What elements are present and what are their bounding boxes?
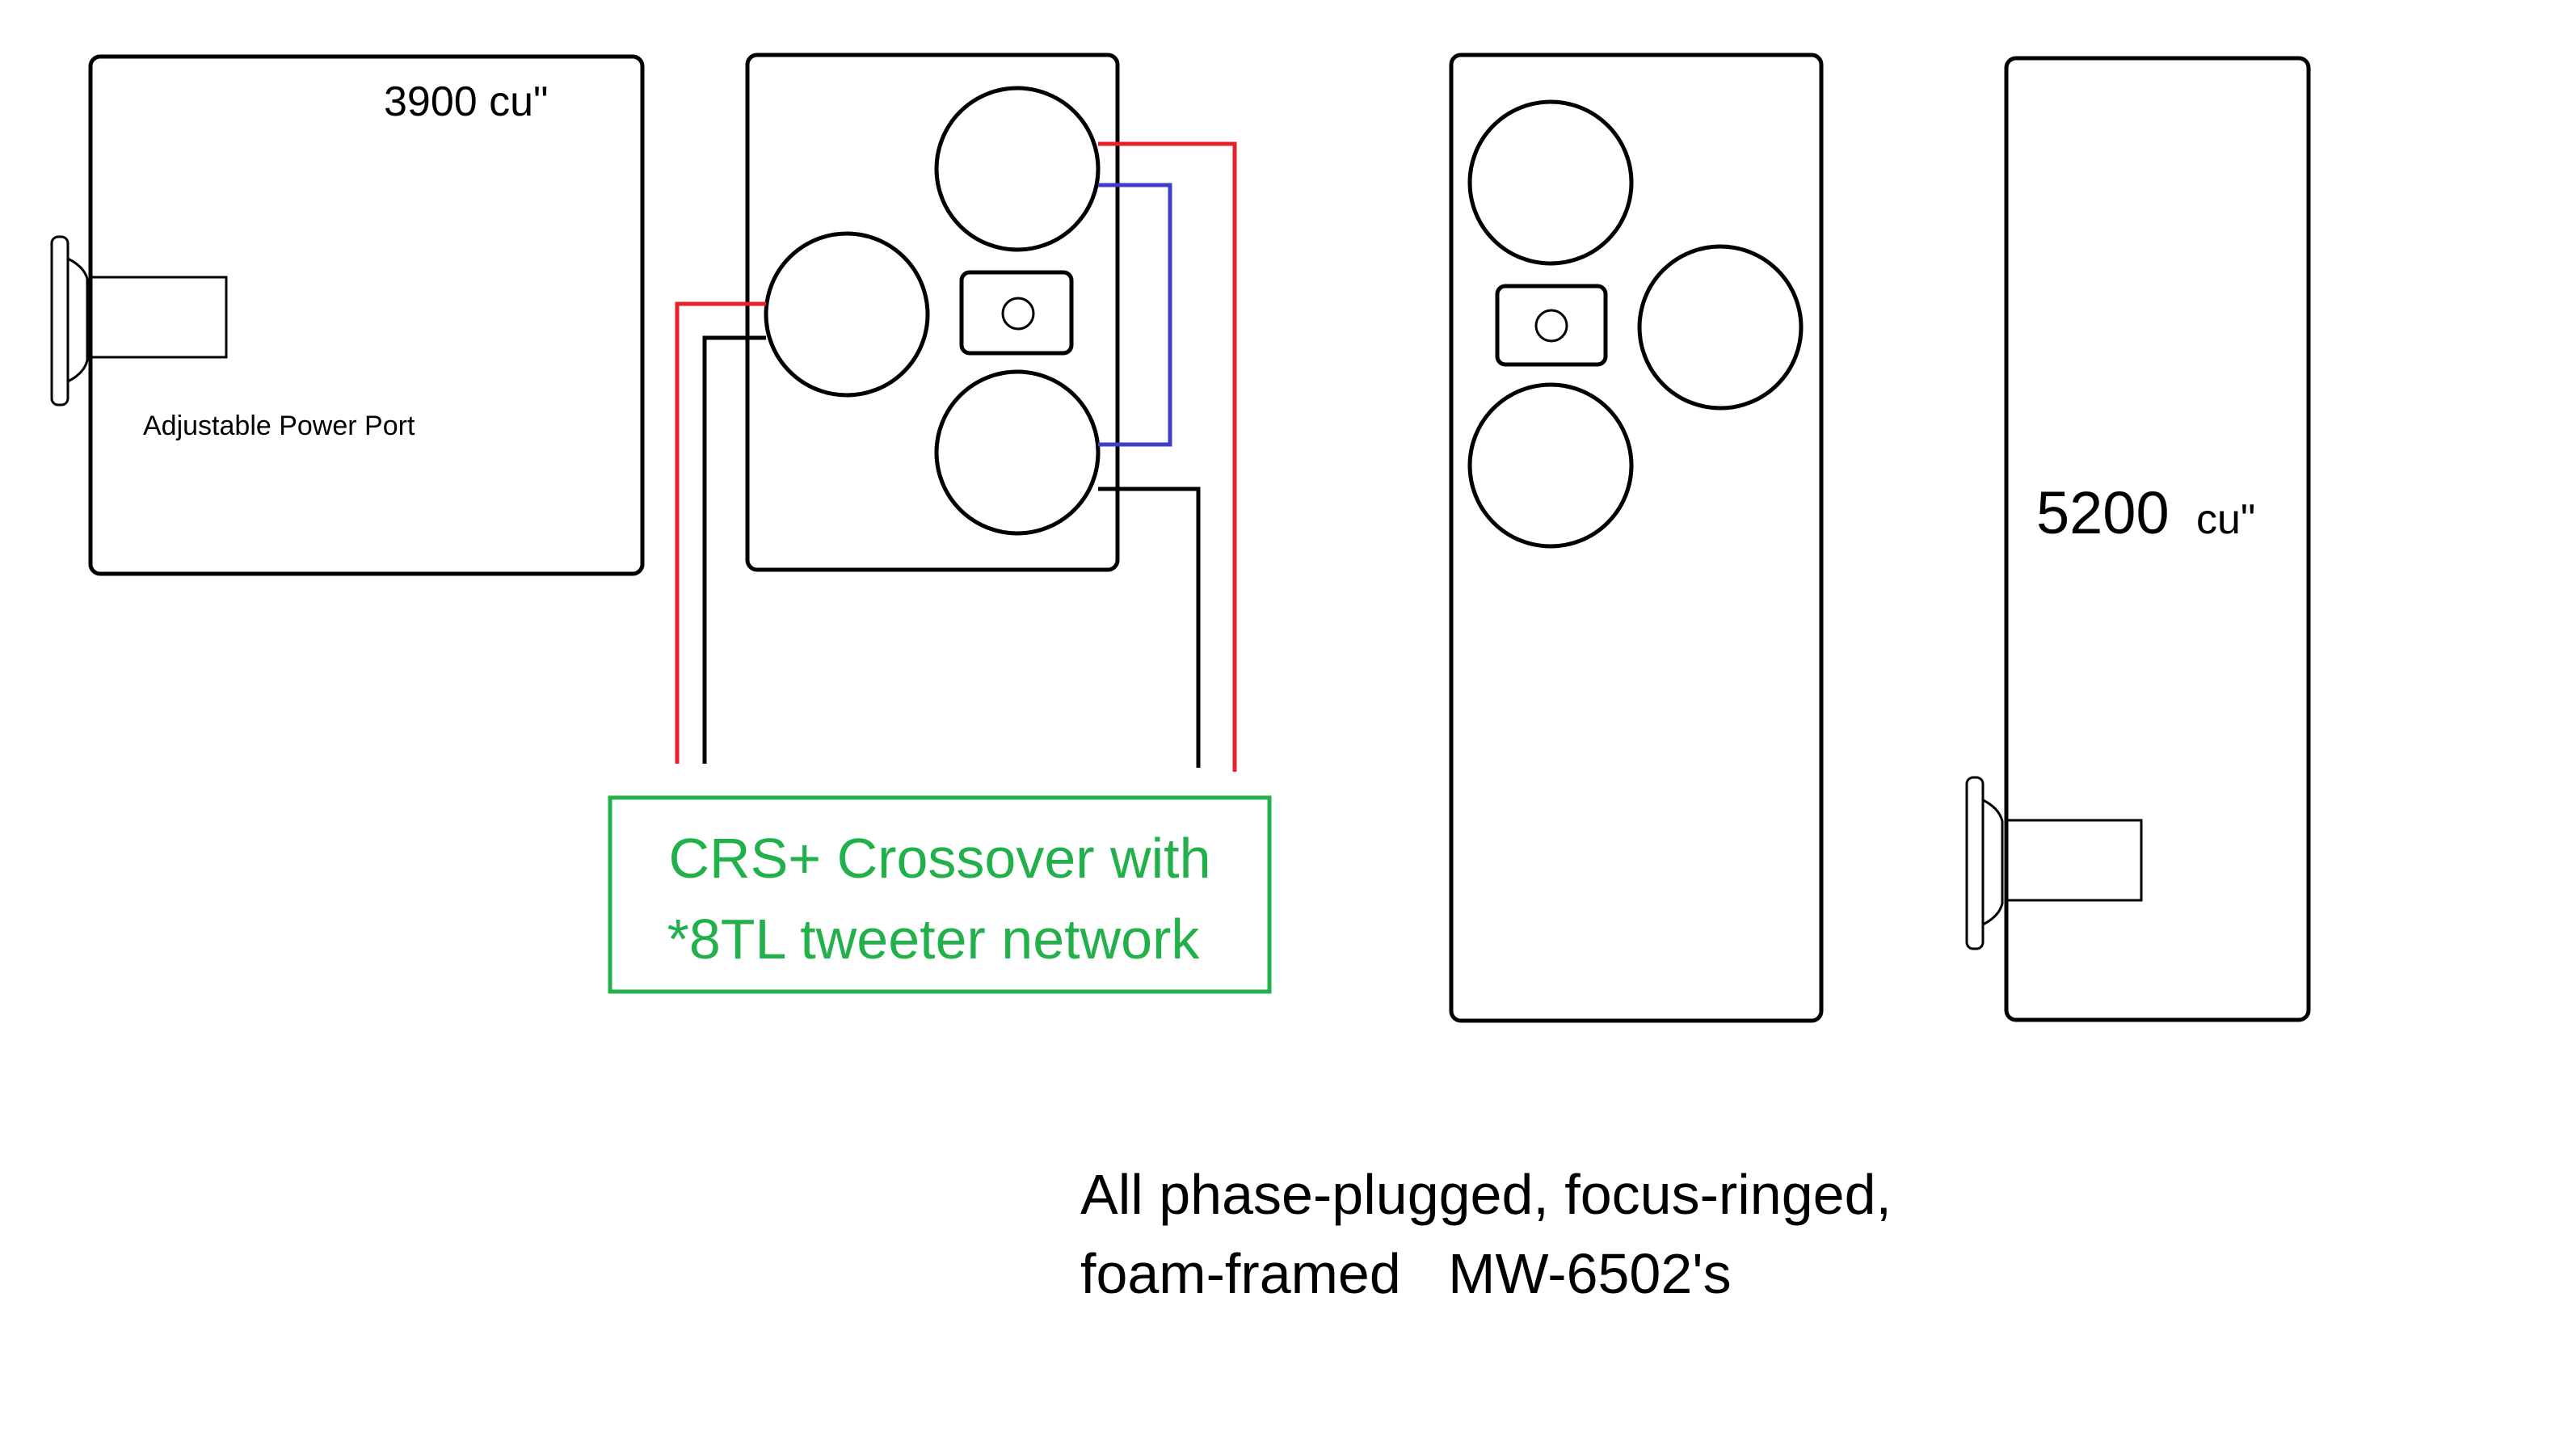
wire-positive-left: [675, 301, 766, 764]
crossover-label-line1: CRS+ Crossover with: [668, 827, 1210, 890]
crossover-label-line2: *8TL tweeter network: [667, 908, 1201, 971]
wire-negative-right: [1098, 487, 1201, 768]
woofer-right-2: [1637, 244, 1804, 411]
wiring: [675, 141, 1237, 772]
left-enclosure: 3900 cu" Adjustable Power Port: [50, 54, 645, 576]
port-flange-right: [1965, 776, 1985, 950]
tweeter-dome-2: [1534, 309, 1568, 343]
wire-negative-left: [702, 335, 766, 764]
volume-label-right-number: 5200: [2036, 479, 2170, 546]
crossover-box: CRS+ Crossover with *8TL tweeter network: [608, 795, 1272, 994]
wire-link: [1098, 183, 1172, 447]
note-line2: foam-framed MW-6502's: [1080, 1242, 1732, 1305]
tweeter-plate: [959, 270, 1074, 356]
front-baffle-unwired: [1449, 53, 1824, 1023]
wire-positive-right: [1098, 141, 1237, 772]
port-label: Adjustable Power Port: [143, 411, 415, 441]
port-tube-right: [2005, 819, 2143, 902]
port-tube-left: [89, 276, 228, 359]
woofer-top: [934, 86, 1101, 252]
woofer-top-2: [1467, 99, 1634, 266]
right-enclosure: 5200 cu": [1965, 56, 2311, 1022]
port-flange-left: [50, 235, 69, 406]
volume-label-right-unit: cu": [2196, 496, 2255, 543]
tweeter-plate-2: [1495, 284, 1608, 367]
note-line1: All phase-plugged, focus-ringed,: [1080, 1163, 1892, 1226]
woofer-bottom: [934, 369, 1101, 536]
woofer-left: [764, 231, 930, 398]
front-baffle-wired: [745, 53, 1120, 572]
woofer-bottom-2: [1467, 382, 1634, 549]
tweeter-dome: [1001, 297, 1035, 331]
driver-note: All phase-plugged, focus-ringed, foam-fr…: [1080, 1163, 1892, 1305]
volume-label-left: 3900 cu": [384, 78, 549, 125]
